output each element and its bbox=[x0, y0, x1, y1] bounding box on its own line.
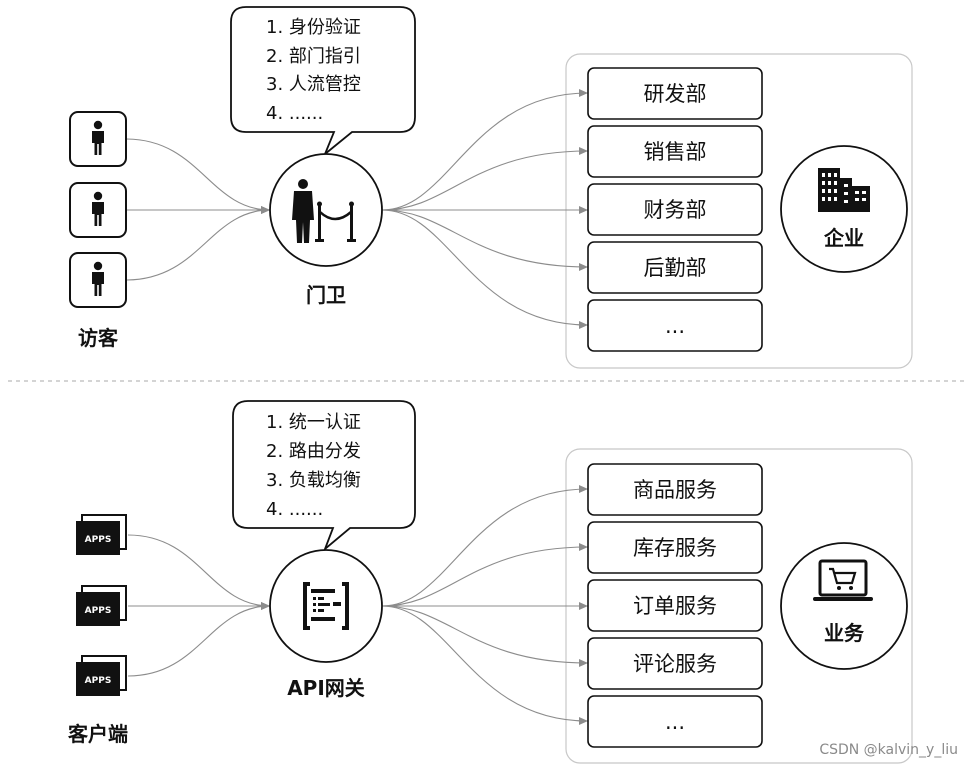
guard-label: 门卫 bbox=[306, 283, 346, 307]
guard-bubble-item-3: 3. 人流管控 bbox=[266, 74, 361, 95]
visitor-card-3 bbox=[69, 252, 127, 308]
gateway-label: API网关 bbox=[287, 676, 365, 700]
visitor-card-2 bbox=[69, 182, 127, 238]
service-product: 商品服务 bbox=[633, 478, 717, 502]
service-order: 订单服务 bbox=[633, 594, 717, 618]
client-app-1: APPS bbox=[76, 514, 127, 555]
service-inventory: 库存服务 bbox=[633, 536, 717, 560]
enterprise-node: 企业 bbox=[780, 145, 908, 273]
apps-icon-label: APPS bbox=[85, 606, 112, 616]
visitor-label: 访客 bbox=[78, 326, 119, 350]
client-label: 客户端 bbox=[67, 722, 128, 746]
enterprise-label: 企业 bbox=[823, 226, 864, 250]
service-list: 商品服务 库存服务 订单服务 评论服务 ... bbox=[587, 463, 763, 748]
guard-bubble-item-2: 2. 部门指引 bbox=[266, 46, 361, 67]
guard-bubble-item-1: 1. 身份验证 bbox=[266, 17, 361, 38]
enterprise-panel bbox=[565, 53, 913, 369]
visitor-connectors bbox=[125, 138, 271, 281]
gateway-node bbox=[269, 549, 383, 663]
gateway-bubble-item-3: 3. 负载均衡 bbox=[266, 470, 361, 491]
gateway-bubble-item-4: 4. ...... bbox=[266, 499, 323, 520]
client-app-3: APPS bbox=[76, 655, 127, 696]
guard-connectors bbox=[381, 89, 589, 329]
guard-node bbox=[269, 153, 383, 267]
visitor-card-1 bbox=[69, 111, 127, 167]
gateway-bubble-item-2: 2. 路由分发 bbox=[266, 441, 361, 462]
gateway-connectors bbox=[381, 485, 589, 725]
shopping-cart-laptop-icon bbox=[813, 559, 873, 601]
service-more: ... bbox=[665, 710, 685, 734]
gateway-icon bbox=[303, 582, 349, 630]
department-list: 研发部 销售部 财务部 后勤部 ... bbox=[587, 67, 763, 352]
department-finance: 财务部 bbox=[644, 198, 707, 222]
guard-bubble-item-4: 4. ...... bbox=[266, 103, 323, 124]
client-connectors bbox=[127, 534, 271, 677]
business-label: 业务 bbox=[824, 621, 865, 645]
gateway-bubble-item-1: 1. 统一认证 bbox=[266, 412, 361, 433]
csdn-watermark: CSDN @kalvin_y_liu bbox=[819, 742, 958, 758]
business-node: 业务 bbox=[780, 542, 908, 670]
guard-icon bbox=[292, 179, 356, 243]
department-rd: 研发部 bbox=[644, 82, 707, 106]
department-logistics: 后勤部 bbox=[644, 256, 707, 280]
service-review: 评论服务 bbox=[633, 652, 717, 676]
client-app-2: APPS bbox=[76, 585, 127, 626]
gateway-bubble: 1. 统一认证 2. 路由分发 3. 负载均衡 4. ...... bbox=[232, 400, 416, 552]
apps-icon-label: APPS bbox=[85, 535, 112, 545]
building-icon bbox=[818, 168, 870, 212]
apps-icon-label: APPS bbox=[85, 676, 112, 686]
department-more: ... bbox=[665, 314, 685, 338]
guard-bubble: 1. 身份验证 2. 部门指引 3. 人流管控 4. ...... bbox=[230, 6, 416, 155]
department-sales: 销售部 bbox=[644, 140, 707, 164]
